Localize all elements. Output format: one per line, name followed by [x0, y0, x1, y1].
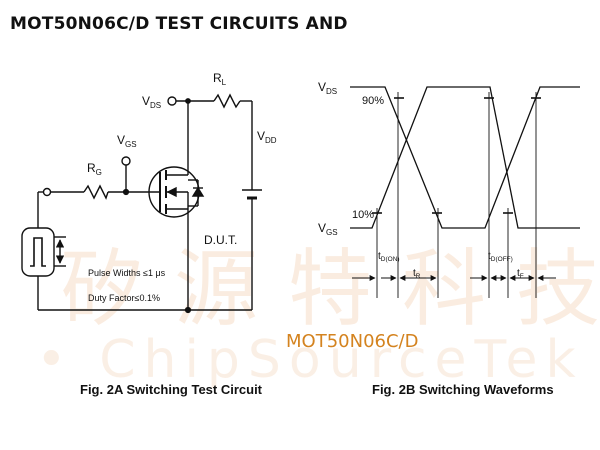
watermark-english: • ChipSourceTek • — [36, 330, 600, 390]
tf-label: tF — [517, 268, 524, 280]
fig2b-caption: Fig. 2B Switching Waveforms — [372, 382, 554, 397]
part-number-label: MOT50N06C/D — [286, 331, 419, 352]
switching-test-circuit — [21, 93, 262, 314]
pulse-width-note: Pulse Widths ≤1 μs — [88, 268, 166, 278]
pulse-generator — [21, 227, 55, 277]
vdd-battery — [242, 189, 262, 200]
vgs-terminal — [121, 156, 131, 166]
dut-label: D.U.T. — [204, 233, 237, 247]
tr-label: tR — [413, 268, 421, 280]
input-terminal — [42, 187, 52, 197]
td-off-label: tD(OFF) — [488, 251, 513, 263]
threshold-ticks — [372, 97, 541, 214]
timing-reference-lines — [376, 92, 537, 298]
switching-waveforms — [350, 86, 580, 298]
rg-label: RG — [87, 161, 102, 177]
wave-vds-label: VDS — [318, 80, 337, 96]
pct10-label: 10% — [352, 209, 374, 221]
rl-label: RL — [213, 71, 227, 87]
wave-vgs-label: VGS — [318, 221, 338, 237]
page-title: MOT50N06C/D TEST CIRCUITS AND — [10, 14, 348, 34]
vdd-label: VDD — [257, 129, 277, 145]
watermark-chinese: 矽源特科技 — [60, 240, 600, 338]
td-on-label: tD(ON) — [378, 251, 400, 263]
rg-resistor — [83, 184, 109, 200]
pct90-label: 90% — [362, 95, 384, 107]
fig2a-caption: Fig. 2A Switching Test Circuit — [80, 382, 263, 397]
vds-label: VDS — [142, 94, 161, 110]
mosfet-dut — [148, 150, 205, 310]
pulse-amplitude-indicator — [54, 236, 66, 267]
vgs-waveform — [350, 86, 580, 229]
duty-factor-note: Duty Factor≤0.1% — [88, 293, 160, 303]
vgs-label: VGS — [117, 133, 137, 149]
vds-terminal — [167, 96, 177, 106]
rl-resistor — [213, 93, 241, 109]
vds-waveform — [350, 86, 580, 229]
